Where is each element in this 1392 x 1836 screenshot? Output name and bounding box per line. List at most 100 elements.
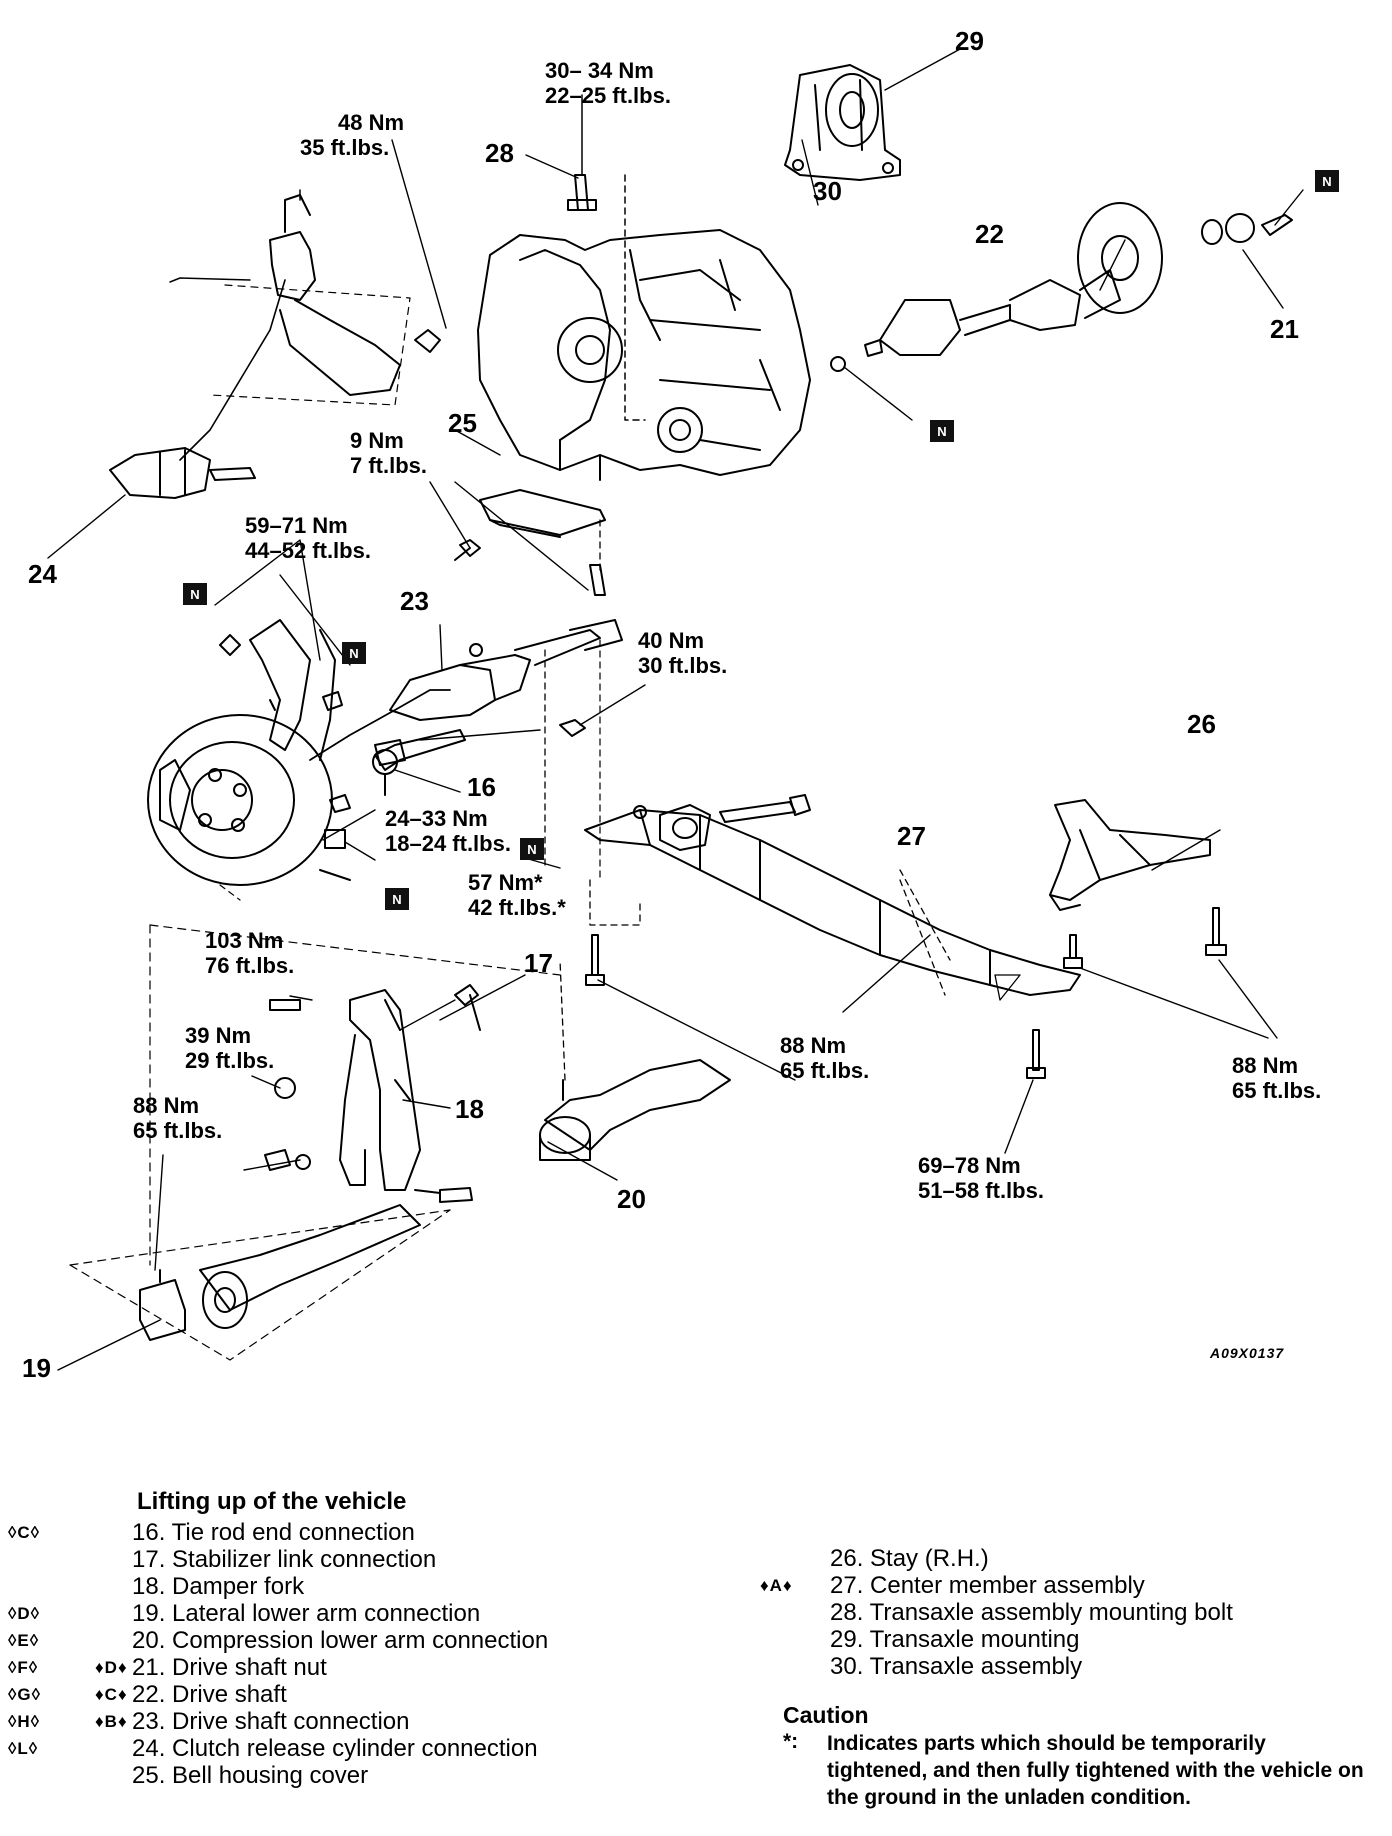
torque-spec-103nm: 103 Nm 76 ft.lbs. [205, 928, 294, 978]
part-number-21: 21 [1270, 314, 1299, 344]
legend-list-right: 26. Stay (R.H.) ♦A♦ 27. Center member ass… [760, 1545, 1380, 1680]
legend-item-label: 25. Bell housing cover [132, 1762, 369, 1789]
legend-item-label: 22. Drive shaft [132, 1681, 287, 1708]
legend-item-label: 26. Stay (R.H.) [830, 1545, 989, 1572]
torque-spec-24-33nm: 24–33 Nm 18–24 ft.lbs. [385, 806, 511, 856]
part-number-22: 22 [975, 219, 1004, 249]
new-part-mark: N [385, 888, 409, 910]
part-number-30: 30 [813, 176, 842, 206]
svg-text:24–33 Nm: 24–33 Nm [385, 806, 488, 831]
ref-mark: ◊C◊ [8, 1523, 41, 1542]
torque-spec-48nm: 48 Nm 35 ft.lbs. [300, 110, 404, 160]
legend-item-label: 21. Drive shaft nut [132, 1654, 327, 1681]
part-number-17: 17 [524, 948, 553, 978]
caution-title: Caution [783, 1702, 869, 1728]
legend-item: ◊D◊19. Lateral lower arm connection [8, 1600, 628, 1627]
svg-text:18–24 ft.lbs.: 18–24 ft.lbs. [385, 831, 511, 856]
legend-item: ◊E◊ 20. Compression lower arm connection [8, 1627, 628, 1654]
svg-text:N: N [190, 587, 199, 602]
svg-text:N: N [349, 646, 358, 661]
legend-item: 29. Transaxle mounting [760, 1626, 1380, 1653]
part-number-20: 20 [617, 1184, 646, 1214]
part-number-24: 24 [28, 559, 57, 589]
legend-item: ♦A♦ 27. Center member assembly [760, 1572, 1380, 1599]
legend-item-label: 20. Compression lower arm connection [132, 1627, 549, 1654]
caution-text: Indicates parts which should be temporar… [827, 1732, 1364, 1809]
legend-item: ◊G◊ ♦C♦22. Drive shaft [8, 1681, 628, 1708]
torque-spec-88nm-center: 88 Nm 65 ft.lbs. [780, 1033, 869, 1083]
ref-mark: ◊D◊ [8, 1604, 41, 1623]
svg-text:N: N [1322, 174, 1331, 189]
torque-spec-9nm: 9 Nm 7 ft.lbs. [350, 428, 427, 478]
svg-text:N: N [392, 892, 401, 907]
svg-text:103 Nm: 103 Nm [205, 928, 283, 953]
part-number-28: 28 [485, 138, 514, 168]
legend-item: 18. Damper fork [8, 1573, 628, 1600]
new-part-mark: N [1315, 170, 1339, 192]
part-number-19: 19 [22, 1353, 51, 1383]
center-member-bolts-drawing [585, 907, 1227, 1079]
legend-title: Lifting up of the vehicle [137, 1488, 407, 1515]
ref-mark: ◊F◊ [8, 1658, 39, 1677]
legend-item-label: 28. Transaxle assembly mounting bolt [830, 1599, 1233, 1626]
svg-text:30 ft.lbs.: 30 ft.lbs. [638, 653, 727, 678]
legend-item-label: 29. Transaxle mounting [830, 1626, 1080, 1653]
legend-item-label: 18. Damper fork [132, 1573, 305, 1600]
torque-spec-30-34nm: 30– 34 Nm 22–25 ft.lbs. [545, 58, 671, 108]
svg-text:65 ft.lbs.: 65 ft.lbs. [133, 1118, 222, 1143]
ref-mark: ◊H◊ [8, 1712, 41, 1731]
ref-mark: ◊L◊ [8, 1739, 39, 1758]
legend-item: ◊F◊ ♦D♦21. Drive shaft nut [8, 1654, 628, 1681]
legend-item-label: 23. Drive shaft connection [132, 1708, 410, 1735]
transaxle-mounting-drawing [784, 64, 901, 181]
svg-text:N: N [527, 842, 536, 857]
ref-mark: ♦B♦ [95, 1712, 128, 1731]
svg-text:57 Nm*: 57 Nm* [468, 870, 543, 895]
part-number-23: 23 [400, 586, 429, 616]
tie-rod-end-drawing [372, 729, 466, 796]
new-part-mark: N [342, 642, 366, 664]
svg-text:65 ft.lbs.: 65 ft.lbs. [1232, 1078, 1321, 1103]
legend-list-left: ◊C◊16. Tie rod end connection 17. Stabil… [8, 1519, 628, 1789]
legend-item: ◊L◊ 24. Clutch release cylinder connectio… [8, 1735, 628, 1762]
drive-shaft-right-drawing [830, 202, 1293, 372]
svg-text:88 Nm: 88 Nm [133, 1093, 199, 1118]
torque-spec-59-71nm: 59–71 Nm 44–52 ft.lbs. [245, 513, 371, 563]
svg-text:39 Nm: 39 Nm [185, 1023, 251, 1048]
svg-text:40 Nm: 40 Nm [638, 628, 704, 653]
torque-spec-40nm: 40 Nm 30 ft.lbs. [638, 628, 727, 678]
center-member-drawing [584, 794, 1211, 1001]
svg-text:29 ft.lbs.: 29 ft.lbs. [185, 1048, 274, 1073]
damper-fork-drawing [264, 984, 481, 1203]
legend-item-label: 24. Clutch release cylinder connection [132, 1735, 538, 1762]
bell-housing-cover-drawing [454, 489, 606, 596]
legend-item-label: 27. Center member assembly [830, 1572, 1145, 1599]
compression-lower-arm-drawing [539, 959, 731, 1161]
svg-text:9 Nm: 9 Nm [350, 428, 404, 453]
ref-mark: ◊G◊ [8, 1685, 42, 1704]
svg-text:7 ft.lbs.: 7 ft.lbs. [350, 453, 427, 478]
svg-text:42 ft.lbs.*: 42 ft.lbs.* [468, 895, 566, 920]
svg-text:88 Nm: 88 Nm [1232, 1053, 1298, 1078]
legend-item: ◊H◊ ♦B♦23. Drive shaft connection [8, 1708, 628, 1735]
lateral-lower-arm-drawing [69, 639, 601, 1361]
caution-asterisk: *: [783, 1730, 799, 1753]
legend-item: 17. Stabilizer link connection [8, 1546, 628, 1573]
clutch-release-cylinder-drawing [109, 189, 441, 499]
svg-text:35 ft.lbs.: 35 ft.lbs. [300, 135, 389, 160]
torque-labels: 30– 34 Nm 22–25 ft.lbs. 48 Nm 35 ft.lbs.… [133, 58, 1321, 1203]
ref-mark: ♦D♦ [95, 1658, 128, 1677]
ref-mark: ♦A♦ [760, 1576, 793, 1595]
svg-text:65 ft.lbs.: 65 ft.lbs. [780, 1058, 869, 1083]
svg-text:69–78 Nm: 69–78 Nm [918, 1153, 1021, 1178]
torque-spec-69-78nm: 69–78 Nm 51–58 ft.lbs. [918, 1153, 1044, 1203]
ref-mark: ◊E◊ [8, 1631, 40, 1650]
svg-text:48 Nm: 48 Nm [338, 110, 404, 135]
torque-spec-88nm-left: 88 Nm 65 ft.lbs. [133, 1093, 222, 1143]
svg-text:59–71 Nm: 59–71 Nm [245, 513, 348, 538]
ref-mark: ♦C♦ [95, 1685, 128, 1704]
mounting-bolt-drawing [567, 94, 646, 421]
torque-spec-88nm-right: 88 Nm 65 ft.lbs. [1232, 1053, 1321, 1103]
transaxle-assembly-drawing [477, 229, 811, 481]
